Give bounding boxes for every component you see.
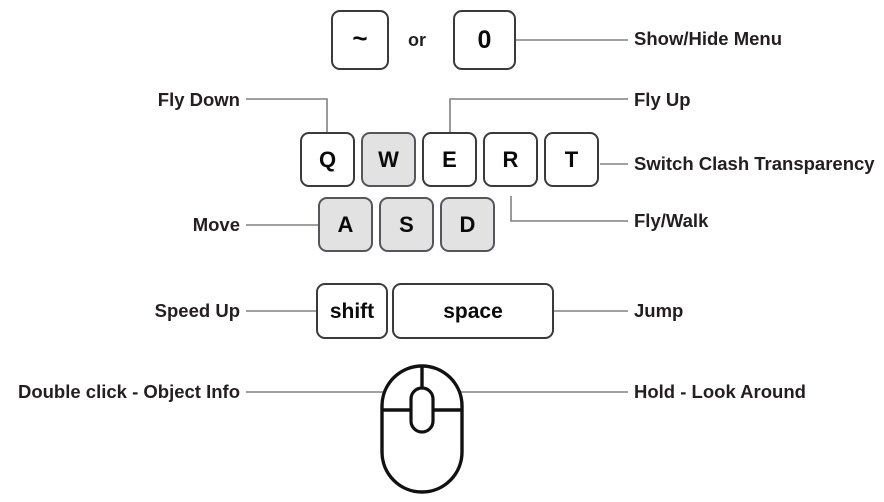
label-jump: Jump (634, 300, 684, 321)
key-zero[interactable]: 0 (453, 10, 516, 70)
key-t-glyph: T (564, 146, 579, 172)
label-speed-up: Speed Up (154, 300, 240, 321)
key-tilde-glyph: ~ (352, 23, 368, 53)
label-show-hide-menu: Show/Hide Menu (634, 28, 782, 49)
key-s-glyph: S (399, 211, 414, 237)
mouse-scroll-wheel[interactable] (409, 386, 435, 434)
key-tilde[interactable]: ~ (331, 10, 389, 70)
key-a[interactable]: A (318, 197, 373, 252)
key-e-glyph: E (442, 146, 457, 172)
key-w[interactable]: W (361, 132, 416, 187)
key-space-glyph: space (443, 299, 503, 323)
label-fly-down: Fly Down (157, 89, 240, 110)
label-fly-up: Fly Up (634, 89, 691, 110)
key-r-glyph: R (502, 146, 519, 172)
mouse-icon[interactable] (378, 362, 466, 496)
key-shift-glyph: shift (329, 299, 375, 323)
label-double-click-object-info: Double click - Object Info (17, 381, 240, 402)
key-w-glyph: W (378, 146, 399, 172)
key-q[interactable]: Q (300, 132, 355, 187)
key-q-glyph: Q (318, 146, 337, 172)
key-d[interactable]: D (440, 197, 495, 252)
label-switch-clash-transparency: Switch Clash Transparency (634, 153, 875, 174)
label-move: Move (192, 214, 240, 235)
key-s[interactable]: S (379, 197, 434, 252)
label-hold-look-around: Hold - Look Around (634, 381, 806, 402)
key-space[interactable]: space (392, 283, 554, 339)
key-a-glyph: A (337, 211, 354, 237)
key-zero-glyph: 0 (477, 25, 492, 54)
or-separator: or (408, 30, 426, 50)
key-d-glyph: D (459, 211, 476, 237)
key-t[interactable]: T (544, 132, 599, 187)
label-fly-walk: Fly/Walk (634, 210, 709, 231)
key-r[interactable]: R (483, 132, 538, 187)
key-e[interactable]: E (422, 132, 477, 187)
key-shift[interactable]: shift (316, 283, 388, 339)
connector-fly-walk (510, 196, 628, 222)
connector-fly-down (246, 98, 328, 132)
connector-fly-up (449, 98, 628, 132)
